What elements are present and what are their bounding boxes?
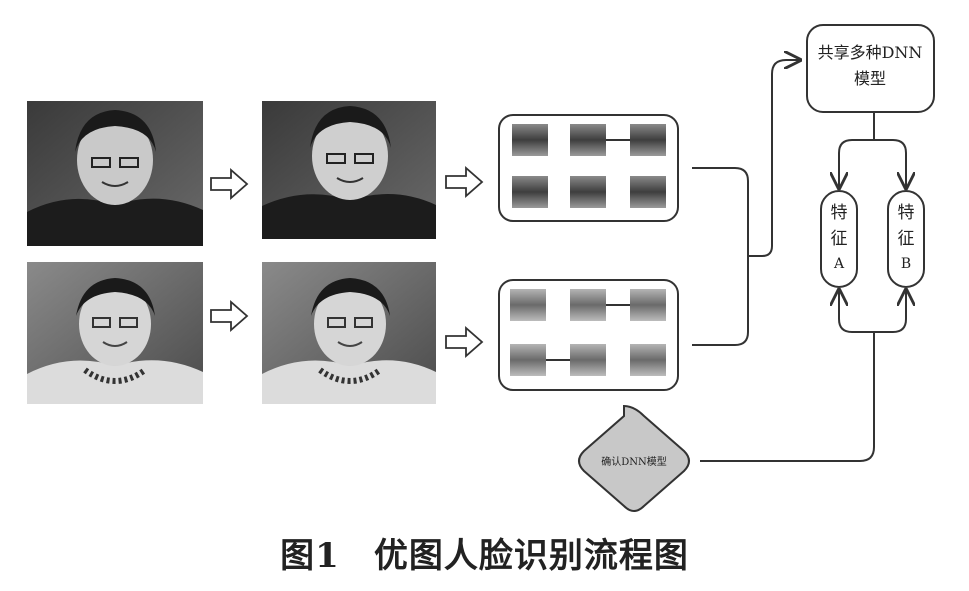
process-arrow-icon bbox=[210, 300, 249, 332]
face-part-icon bbox=[570, 344, 606, 376]
process-arrow-icon bbox=[210, 168, 249, 200]
face-part-icon bbox=[630, 344, 666, 376]
photo-aligned-1 bbox=[262, 101, 436, 239]
face-part-icon bbox=[570, 289, 606, 321]
feature-a-node: 特 征 A bbox=[820, 190, 858, 288]
connector-lines bbox=[692, 60, 906, 462]
face-part-icon bbox=[630, 289, 666, 321]
face-parts-panel-2 bbox=[498, 279, 679, 391]
figure-caption: 图1 优图人脸识别流程图 bbox=[0, 528, 969, 577]
feature-b-line2: 征 bbox=[898, 229, 915, 249]
feature-a-line3: A bbox=[833, 256, 845, 272]
photo-original-2 bbox=[27, 262, 203, 404]
face-part-icon bbox=[630, 124, 666, 156]
feature-b-line3: B bbox=[901, 256, 911, 272]
feature-b-line1: 特 bbox=[898, 203, 915, 223]
process-arrow-icon bbox=[445, 326, 484, 358]
feature-b-node: 特 征 B bbox=[887, 190, 925, 288]
feature-a-line1: 特 bbox=[831, 203, 848, 223]
face-part-icon bbox=[570, 124, 606, 156]
feature-a-line2: 征 bbox=[831, 229, 848, 249]
face-parts-panel-1 bbox=[498, 114, 679, 222]
confirm-dnn-model-node: 确认DNN模型 bbox=[578, 404, 690, 512]
photo-original-1 bbox=[27, 101, 203, 246]
shared-dnn-model-node: 共享多种DNN 模型 bbox=[806, 24, 935, 113]
face-part-icon bbox=[510, 289, 546, 321]
confirm-model-label: 确认DNN模型 bbox=[601, 455, 667, 468]
shared-model-line2: 模型 bbox=[854, 69, 886, 88]
face-part-icon bbox=[570, 176, 606, 208]
process-arrow-icon bbox=[445, 166, 484, 198]
face-part-icon bbox=[512, 124, 548, 156]
photo-aligned-2 bbox=[262, 262, 436, 404]
face-part-icon bbox=[512, 176, 548, 208]
face-part-icon bbox=[630, 176, 666, 208]
figure-number: 图1 bbox=[280, 536, 340, 576]
face-part-icon bbox=[510, 344, 546, 376]
shared-model-line1: 共享多种DNN bbox=[818, 43, 923, 62]
figure-title: 优图人脸识别流程图 bbox=[373, 536, 689, 576]
